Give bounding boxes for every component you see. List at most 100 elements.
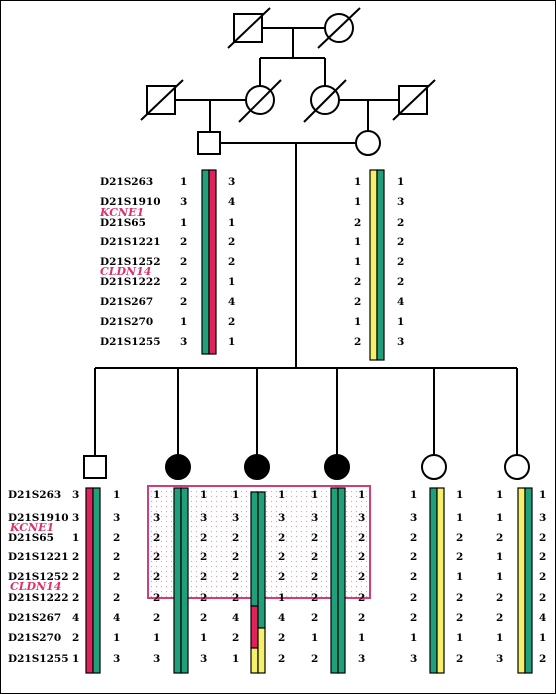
allele-value: 3 [496,653,503,665]
allele-value: 1 [200,632,207,644]
allele-value: 2 [456,592,463,604]
gene-label: CLDN14 [10,580,61,593]
haplotype-bar-green [330,487,339,674]
marker-label: D21S1910 [100,196,161,208]
allele-value: 2 [539,653,546,665]
haplotype-bar-green [201,169,210,355]
marker-label: D21S65 [100,217,146,229]
allele-value: 2 [72,551,79,563]
gene-label: KCNE1 [99,206,144,219]
deceased-slash [227,7,271,49]
allele-value: 2 [358,551,365,563]
allele-value: 3 [72,489,79,501]
allele-value: 3 [200,653,207,665]
allele-value: 1 [354,316,361,328]
allele-value: 1 [180,176,187,188]
generation-2 [140,79,436,132]
allele-value: 3 [153,512,160,524]
allele-value: 4 [72,612,79,624]
allele-value: 1 [539,632,546,644]
allele-value: 2 [354,296,361,308]
marker-label: D21S270 [100,316,153,328]
allele-value: 2 [496,592,503,604]
haplotype-bar-green [376,169,385,361]
allele-value: 2 [278,632,285,644]
haplotype-bar-green [180,487,189,674]
allele-value: 1 [200,489,207,501]
allele-value: 2 [180,236,187,248]
allele-value: 2 [311,592,318,604]
allele-value: 2 [278,571,285,583]
allele-value: 1 [539,489,546,501]
allele-value: 1 [153,489,160,501]
unaffected-daughter-symbol [504,454,530,480]
haplotype-bar-red [85,487,94,674]
allele-value: 2 [354,217,361,229]
allele-value: 1 [278,592,285,604]
allele-value: 2 [354,336,361,348]
allele-value: 2 [311,612,318,624]
haplotype-bar-yellow [517,487,526,674]
generation-1 [227,7,361,86]
allele-value: 3 [180,196,187,208]
allele-value: 2 [496,532,503,544]
marker-label: D21S1221 [100,236,161,248]
allele-value: 2 [311,653,318,665]
allele-value: 1 [397,316,404,328]
allele-value: 3 [278,512,285,524]
deceased-slash [238,79,282,123]
allele-value: 2 [228,236,235,248]
allele-value: 2 [278,532,285,544]
haplotype-bar-green [257,491,266,629]
marker-label: D21S65 [8,532,54,544]
allele-value: 2 [410,592,417,604]
allele-value: 3 [232,512,239,524]
haplotype-bar-green [337,487,346,674]
allele-value: 2 [539,592,546,604]
allele-value: 2 [456,612,463,624]
affected-daughter-symbol [244,454,270,480]
marker-label: D21S1255 [100,336,161,348]
allele-value: 2 [311,551,318,563]
allele-value: 2 [278,653,285,665]
allele-value: 3 [228,176,235,188]
allele-value: 1 [496,512,503,524]
allele-value: 2 [358,532,365,544]
allele-value: 2 [72,571,79,583]
allele-value: 3 [72,512,79,524]
allele-value: 2 [410,551,417,563]
allele-value: 4 [539,612,546,624]
allele-value: 1 [228,217,235,229]
allele-value: 3 [539,512,546,524]
allele-value: 1 [180,217,187,229]
haplotype-bar-green [429,487,438,674]
marker-label: D21S263 [8,489,61,501]
allele-value: 1 [354,176,361,188]
allele-value: 1 [496,571,503,583]
allele-value: 1 [354,256,361,268]
deceased-slash [140,79,184,121]
allele-value: 1 [311,632,318,644]
unaffected-son-symbol [83,455,107,479]
haplotype-bar-green [524,487,533,674]
allele-value: 2 [539,532,546,544]
allele-value: 1 [354,236,361,248]
generation-3-parents [95,130,517,369]
allele-value: 2 [200,592,207,604]
allele-value: 2 [228,316,235,328]
allele-value: 3 [113,653,120,665]
haplotypes: 1 3 1 2 2 2 2 1 3 3 4 1 2 2 1 4 2 1 1 1 2 1 1 2 2 1 2 1 3 2 2 2 2 4 1 3 3 3 1 2… [72,169,546,674]
allele-value: 2 [410,571,417,583]
allele-value: 3 [153,653,160,665]
allele-value: 4 [232,612,239,624]
marker-label: D21S267 [100,296,153,308]
haplotype-bar-yellow [369,169,378,361]
marker-label: D21S1221 [8,551,69,563]
allele-value: 2 [358,612,365,624]
allele-value: 2 [410,612,417,624]
mother-symbol [355,130,381,156]
allele-value: 2 [153,612,160,624]
allele-value: 2 [232,551,239,563]
allele-value: 2 [113,592,120,604]
allele-value: 2 [232,571,239,583]
